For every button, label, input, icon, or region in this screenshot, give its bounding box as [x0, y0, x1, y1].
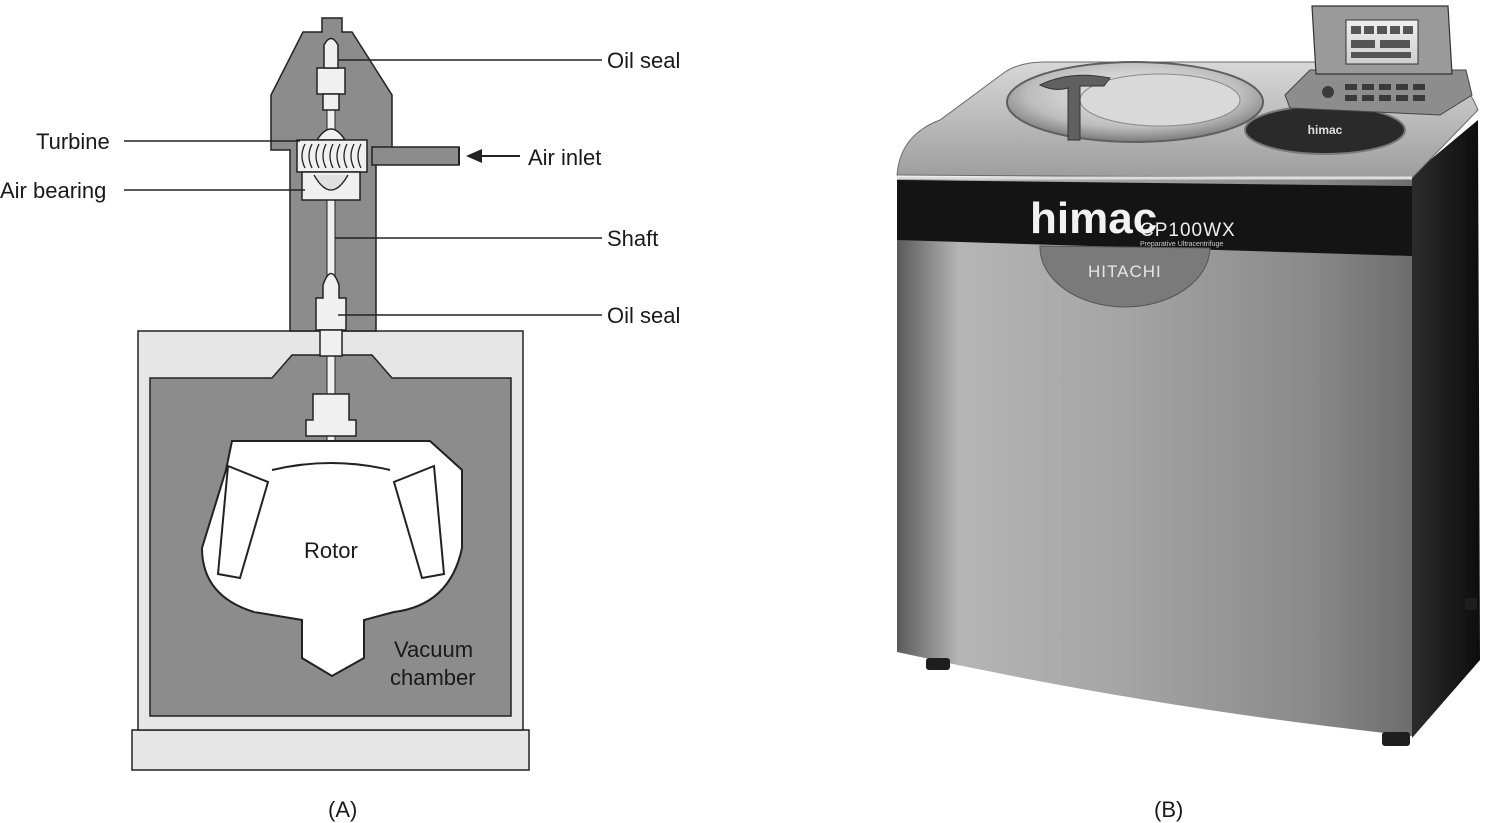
front-badge [1039, 245, 1211, 308]
rotor [200, 440, 463, 678]
keypad [1322, 84, 1425, 101]
lid-handle [1038, 74, 1111, 141]
caption-a: (A) [328, 797, 357, 822]
turbine-blades [301, 143, 362, 169]
lid-logo: himac [1308, 123, 1343, 137]
label-rotor: Rotor [304, 538, 358, 563]
label-chamber: chamber [390, 665, 476, 690]
label-oil-seal-bottom: Oil seal [607, 303, 680, 328]
rotor-hub [305, 393, 357, 437]
maker-logo: HITACHI [1088, 262, 1162, 281]
control-panel-base [1284, 69, 1473, 116]
label-vacuum: Vacuum [394, 637, 473, 662]
leader-lines [124, 59, 602, 316]
top-oil-seal [316, 67, 346, 95]
label-air-bearing: Air bearing [0, 178, 106, 203]
label-oil-seal-top: Oil seal [607, 48, 680, 73]
rotor-buckets [216, 462, 446, 580]
brand-logo: himac [1030, 194, 1157, 243]
schematic-panel: Oil seal Turbine Air inlet Air bearing S… [0, 17, 680, 822]
label-air-inlet: Air inlet [528, 145, 601, 170]
label-turbine: Turbine [36, 129, 110, 154]
front-band [897, 180, 1412, 256]
machine-side [1412, 120, 1480, 738]
model-name: CP100WX [1140, 220, 1236, 241]
air-inlet-arrow [466, 149, 520, 163]
caption-b: (B) [1154, 797, 1183, 822]
screen-icons [1351, 26, 1413, 58]
machine-front [897, 178, 1412, 736]
base-plate [131, 729, 530, 771]
model-subtitle: Preparative Ultracentrifuge [1140, 241, 1223, 248]
air-inlet-pipe [371, 146, 460, 166]
centrifuge-illustration: himac himac CP [896, 5, 1480, 822]
label-shaft: Shaft [607, 226, 658, 251]
feet [926, 598, 1477, 746]
